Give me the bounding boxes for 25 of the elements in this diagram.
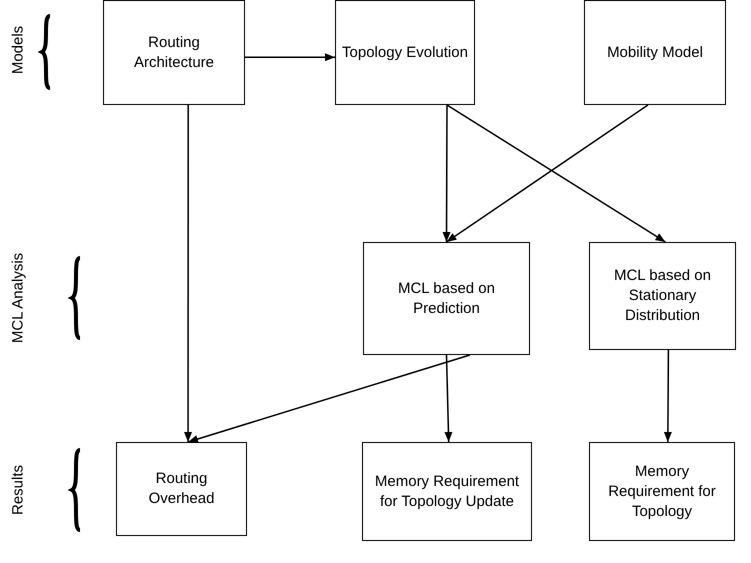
process-box <box>335 0 475 105</box>
arrow <box>245 53 335 62</box>
process-box <box>584 0 726 105</box>
process-box <box>116 442 247 536</box>
process-box <box>103 0 245 105</box>
process-box <box>589 242 736 350</box>
box-label: MCL based on Prediction <box>396 278 496 318</box>
box-label: Routing Architecture <box>132 32 216 72</box>
box-label: Topology Evolution <box>342 42 468 62</box>
process-box <box>363 242 530 355</box>
process-box <box>362 442 532 541</box>
box-label: Routing Overhead <box>148 469 216 509</box>
arrow <box>664 350 672 442</box>
arrow <box>184 105 192 442</box>
row-label: Results <box>10 464 26 516</box>
arrow <box>442 105 451 242</box>
row-label: MCL Analysis <box>10 252 26 344</box>
row-label: Models <box>10 26 26 74</box>
process-box <box>589 442 735 541</box>
box-label: Memory Requirement for Topology Update <box>374 472 520 512</box>
box-label: Memory Requirement for Topology <box>607 462 717 522</box>
box-label: MCL based on Stationary Distribution <box>612 266 712 326</box>
arrow <box>444 354 452 442</box>
box-label: Mobility Model <box>607 42 703 62</box>
arrow <box>188 354 470 443</box>
